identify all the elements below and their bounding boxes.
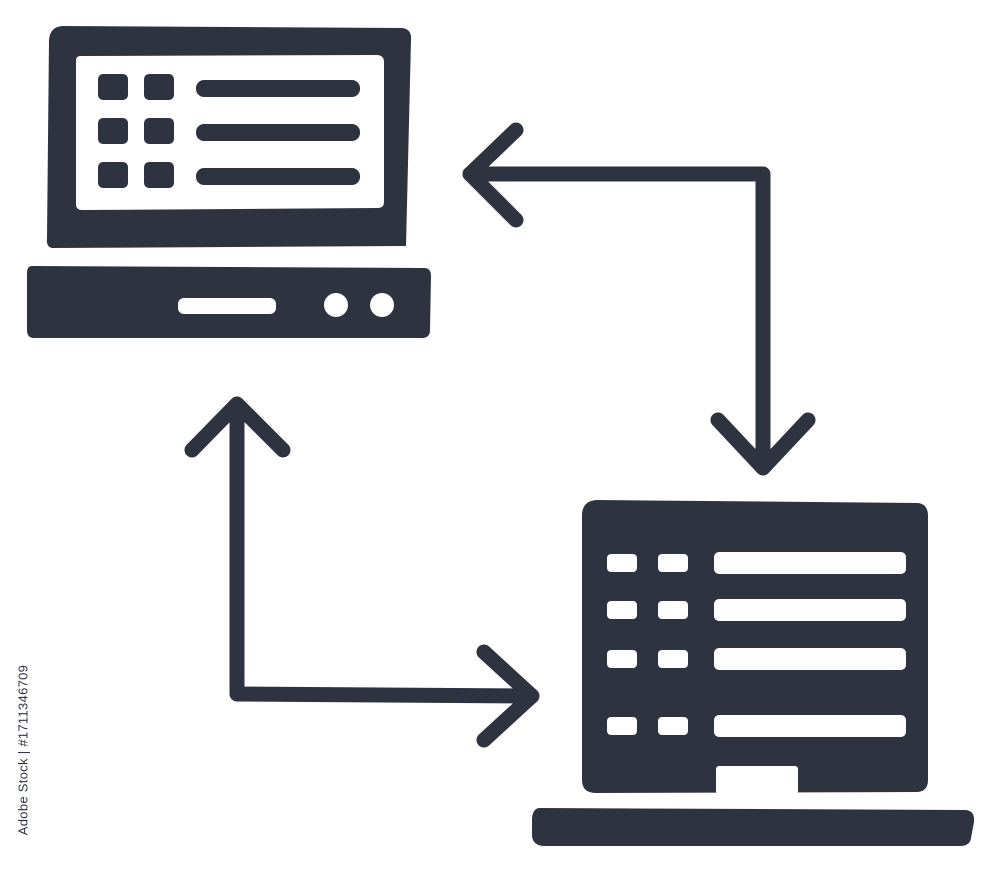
bottom-connector-arrow-icon bbox=[184, 396, 540, 748]
top-left-computer-icon bbox=[27, 26, 431, 338]
top-left-power-light bbox=[324, 293, 348, 317]
top-connector-arrow-icon bbox=[462, 122, 816, 476]
top-left-drive-slot bbox=[178, 298, 276, 314]
top-left-screen-list bbox=[98, 74, 360, 188]
top-left-status-light bbox=[370, 293, 394, 317]
bottom-right-computer-icon bbox=[532, 500, 975, 846]
bottom-right-body bbox=[582, 500, 928, 793]
stock-id-watermark: Adobe Stock | #1711346709 bbox=[15, 664, 31, 836]
bottom-right-screen-list bbox=[607, 552, 906, 737]
bottom-right-notch bbox=[716, 766, 798, 794]
bottom-right-base bbox=[532, 808, 975, 846]
